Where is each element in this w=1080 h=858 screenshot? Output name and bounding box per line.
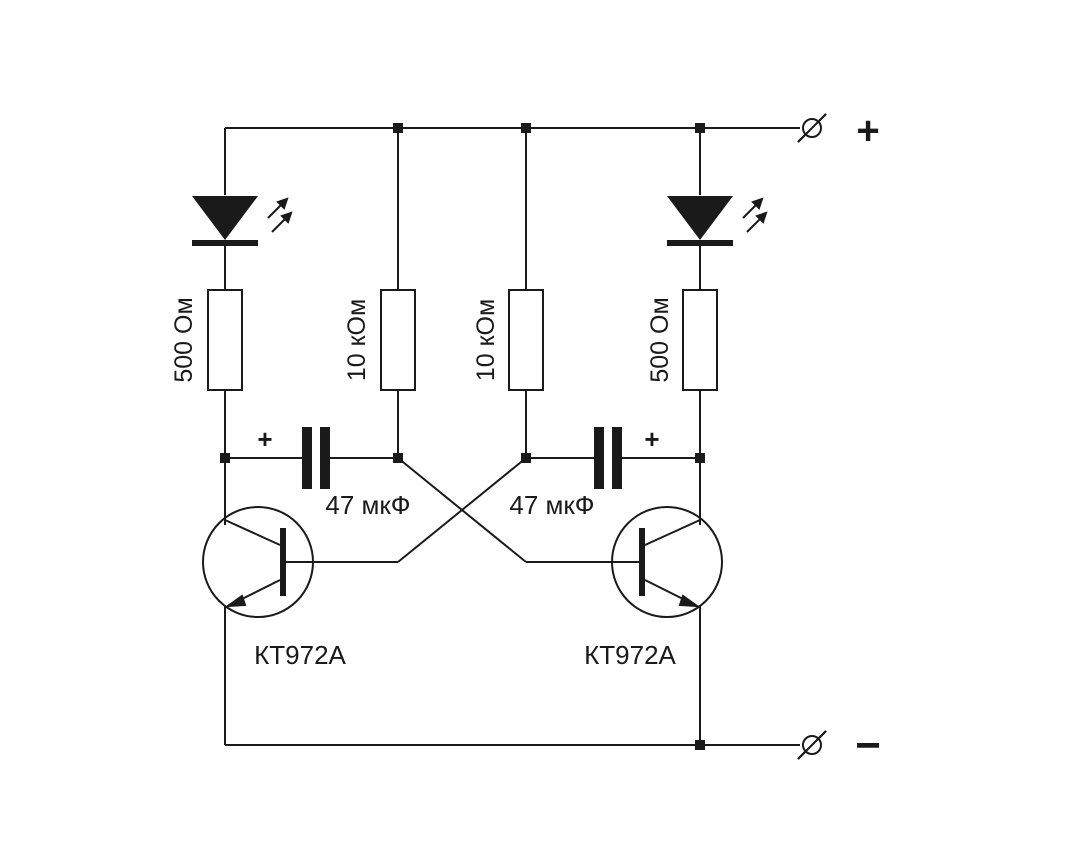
resistor-r2-label: 10 кОм	[343, 299, 371, 381]
capacitor-c1	[302, 427, 330, 489]
transistor-q1	[202, 506, 314, 618]
resistor-r1	[207, 289, 243, 391]
negative-terminal-label: −	[855, 721, 881, 770]
junction-dots	[220, 123, 705, 750]
resistor-r4-label: 500 Ом	[646, 297, 674, 382]
transistor-q2	[611, 506, 723, 618]
capacitor-c2-label: 47 мкФ	[509, 490, 594, 520]
capacitor-c1-polarity: +	[257, 424, 272, 454]
resistor-r3-label: 10 кОм	[472, 299, 500, 381]
resistor-r2	[380, 289, 416, 391]
resistor-r4	[682, 289, 718, 391]
capacitor-c2	[594, 427, 622, 489]
cross-wire-right	[397, 457, 527, 563]
capacitor-c2-polarity: +	[644, 424, 659, 454]
led-left	[192, 196, 293, 246]
transistor-q2-label: КТ972А	[584, 640, 676, 670]
led-right	[667, 196, 768, 246]
positive-terminal-label: +	[856, 109, 879, 153]
resistor-r1-label: 500 Ом	[170, 297, 198, 382]
resistor-r3	[508, 289, 544, 391]
capacitor-c1-label: 47 мкФ	[325, 490, 410, 520]
transistor-q1-label: КТ972А	[254, 640, 346, 670]
